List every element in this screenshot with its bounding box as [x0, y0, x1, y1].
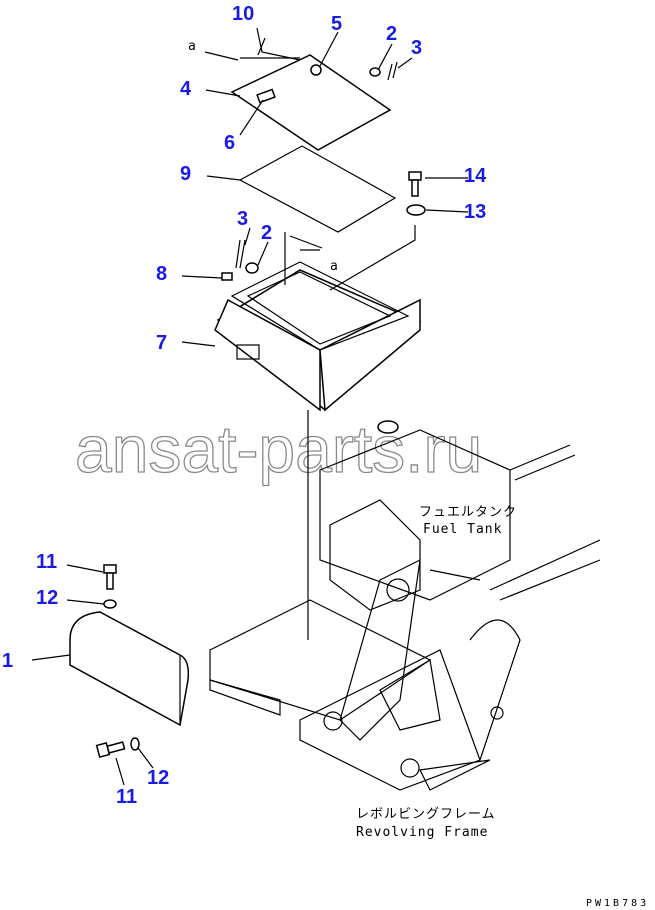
cover-plate	[230, 37, 392, 151]
view-arrow	[204, 51, 239, 61]
washer	[406, 204, 426, 216]
callout-2: 2	[261, 222, 272, 244]
frame-label-en: Revolving Frame	[356, 825, 488, 840]
callout-14: 14	[464, 165, 487, 187]
callout-11: 11	[36, 551, 57, 573]
washer	[369, 67, 381, 77]
callout-7: 7	[156, 332, 167, 354]
spacer	[221, 272, 233, 281]
washer	[245, 262, 259, 274]
bolt	[408, 171, 422, 197]
view-marker: a	[330, 259, 339, 274]
washer	[130, 737, 140, 751]
callout-1: 1	[2, 650, 13, 672]
callout-2: 2	[386, 23, 397, 45]
gasket	[238, 145, 397, 233]
tool-box	[214, 225, 422, 412]
fuel-tank-label-jp: フュエルタンク	[419, 505, 517, 520]
callout-6: 6	[224, 132, 235, 154]
bolt	[95, 741, 126, 759]
callout-11: 11	[116, 786, 137, 808]
frame-label-jp: レボルビングフレーム	[356, 807, 496, 822]
watermark: ansat-parts.ru	[75, 412, 482, 486]
callout-5: 5	[331, 13, 342, 35]
callout-8: 8	[156, 263, 167, 285]
callout-12: 12	[36, 587, 58, 609]
callout-9: 9	[180, 163, 191, 185]
callout-3: 3	[237, 208, 248, 230]
pin	[235, 239, 246, 269]
callout-3: 3	[411, 37, 422, 59]
callout-10: 10	[232, 3, 254, 25]
washer	[103, 599, 117, 609]
view-arrow	[289, 235, 323, 249]
bolt	[103, 564, 117, 590]
view-marker: a	[188, 39, 197, 54]
callout-13: 13	[464, 201, 486, 223]
pin	[387, 61, 398, 81]
callout-12: 12	[147, 767, 169, 789]
callout-4: 4	[180, 78, 192, 100]
side-cover	[69, 611, 190, 727]
drawing-code: PW1B783	[586, 898, 649, 909]
revolving-frame	[209, 420, 601, 791]
fuel-tank-label-en: Fuel Tank	[423, 522, 502, 537]
